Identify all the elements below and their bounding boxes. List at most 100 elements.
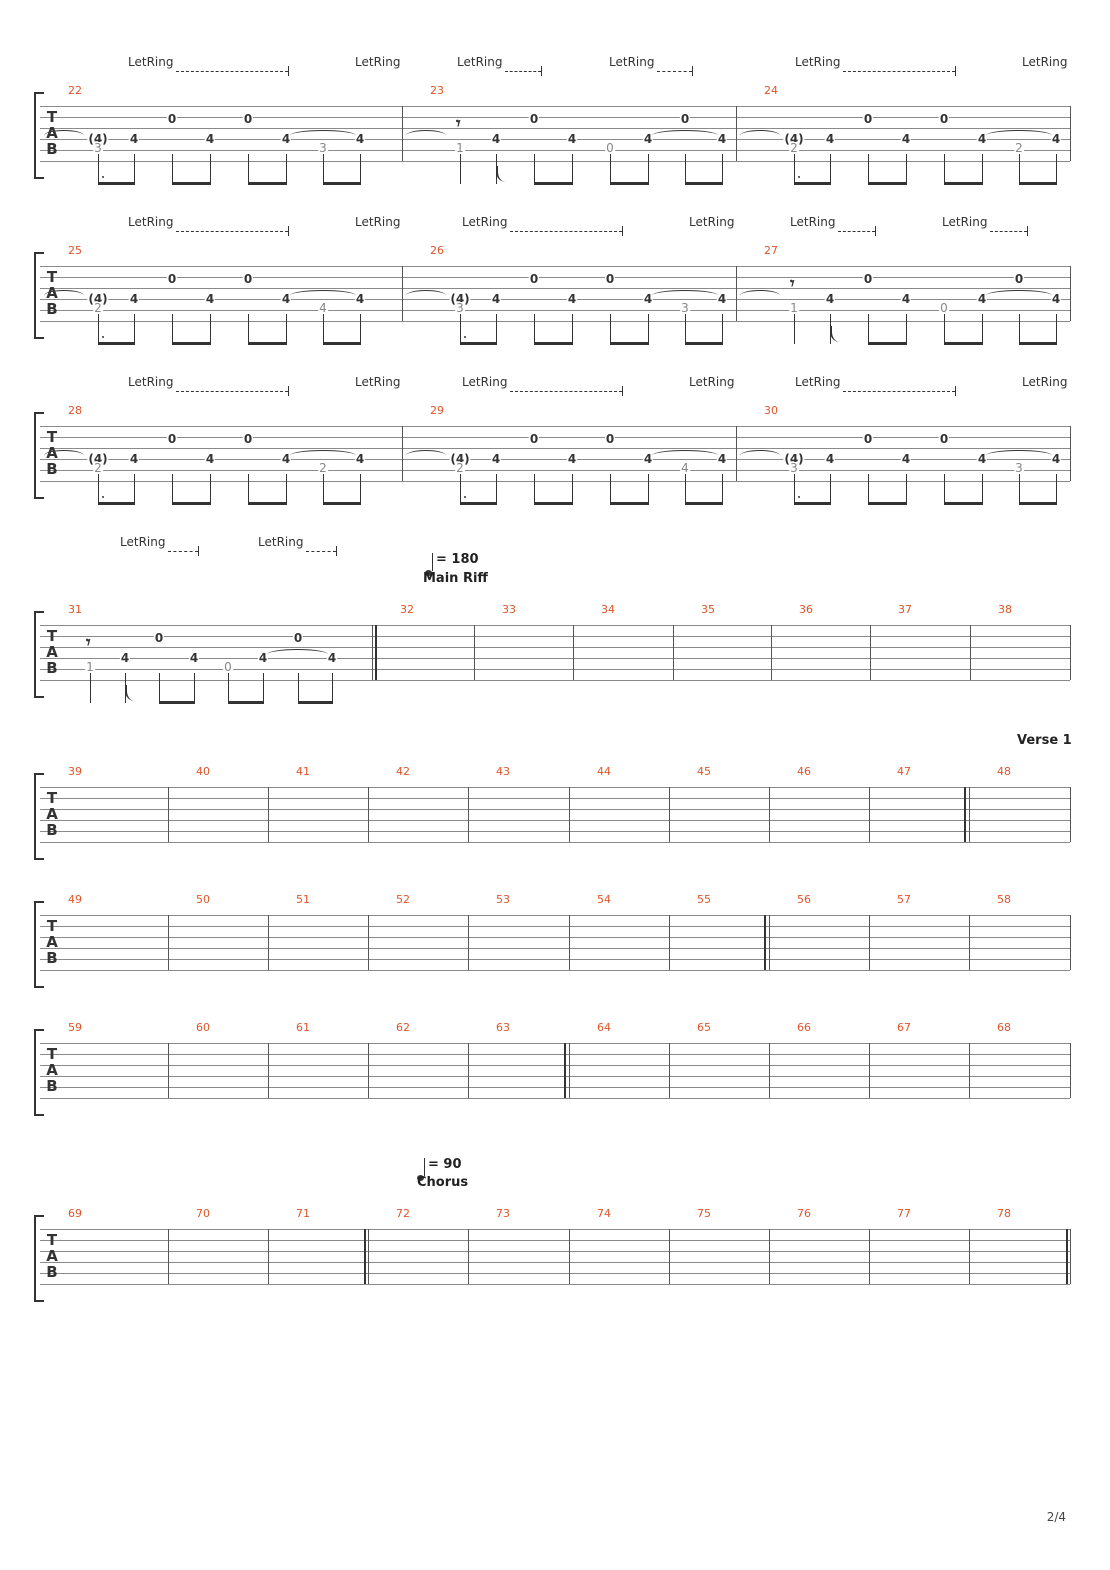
note-stem — [496, 474, 497, 504]
note-beam — [248, 502, 287, 505]
note-beam — [685, 182, 723, 185]
note-stem — [323, 154, 324, 184]
string-line — [40, 481, 1070, 482]
note-stem — [286, 314, 287, 344]
double-barline — [1066, 1229, 1068, 1284]
string-line — [40, 128, 1070, 129]
note-stem — [610, 474, 611, 504]
tab-clef-letter: A — [46, 643, 58, 661]
fret-number-bass: 1 — [789, 301, 799, 315]
barline — [669, 915, 670, 970]
fret-number: 0 — [166, 432, 178, 446]
tie-arc — [406, 130, 446, 141]
system-bracket — [34, 252, 44, 339]
note-beam — [460, 342, 497, 345]
measure-number: 67 — [897, 1021, 911, 1034]
let-ring-label: LetRing — [120, 535, 166, 549]
let-ring-end-mark — [288, 386, 289, 396]
fret-number: 4 — [824, 132, 836, 146]
note-stem — [460, 154, 461, 184]
note-stem — [572, 154, 573, 184]
fret-number-bass: 3 — [455, 301, 465, 315]
string-line — [40, 288, 1070, 289]
tie-arc — [290, 450, 356, 461]
note-beam — [172, 182, 211, 185]
note-beam — [610, 182, 649, 185]
note-stem — [648, 154, 649, 184]
let-ring-label: LetRing — [609, 55, 655, 69]
string-line — [40, 842, 1070, 843]
measure-number: 73 — [496, 1207, 510, 1220]
barline — [769, 1229, 770, 1284]
barline — [669, 787, 670, 842]
note-beam — [610, 342, 649, 345]
string-line — [40, 658, 1070, 659]
string-line — [40, 680, 1070, 681]
note-beam — [610, 502, 649, 505]
string-line — [40, 820, 1070, 821]
measure-number: 27 — [764, 244, 778, 257]
double-barline — [564, 1043, 566, 1098]
measure-number: 62 — [396, 1021, 410, 1034]
fret-number: 4 — [566, 292, 578, 306]
barline — [1070, 787, 1071, 842]
let-ring-extension — [168, 551, 198, 552]
let-ring-label: LetRing — [128, 55, 174, 69]
fret-number: 4 — [824, 452, 836, 466]
barline — [1070, 266, 1071, 321]
tab-clef-letter: B — [46, 300, 58, 318]
system-bracket — [34, 92, 44, 179]
measure-number: 64 — [597, 1021, 611, 1034]
note-stem — [610, 314, 611, 344]
note-beam — [159, 701, 195, 704]
barline — [769, 787, 770, 842]
note-stem — [210, 314, 211, 344]
note-stem — [722, 154, 723, 184]
fret-number-bass: 0 — [939, 301, 949, 315]
fret-number-bass: 2 — [455, 461, 465, 475]
system-bracket — [34, 901, 44, 988]
note-stem — [286, 154, 287, 184]
fret-number: (4) — [449, 292, 471, 306]
note-stem — [794, 154, 795, 184]
tab-clef-letter: A — [46, 805, 58, 823]
let-ring-end-mark — [288, 66, 289, 76]
note-stem — [534, 314, 535, 344]
tie-arc — [652, 130, 718, 141]
barline — [1070, 1043, 1071, 1098]
tab-clef-letter: B — [46, 460, 58, 478]
string-line — [40, 970, 1070, 971]
note-stem — [323, 474, 324, 504]
section-label-verse: Verse 1 — [1017, 733, 1072, 748]
note-stem — [685, 154, 686, 184]
note-stem — [298, 673, 299, 703]
note-beam — [944, 502, 983, 505]
note-stem — [286, 474, 287, 504]
note-stem — [830, 154, 831, 184]
tab-clef-letter: B — [46, 140, 58, 158]
note-stem — [572, 314, 573, 344]
let-ring-label: LetRing — [1022, 55, 1068, 69]
note-stem — [496, 314, 497, 344]
dotted-rhythm-mark — [464, 496, 466, 498]
string-line — [40, 161, 1070, 162]
note-stem — [248, 154, 249, 184]
tie-arc — [44, 450, 84, 461]
measure-number: 51 — [296, 893, 310, 906]
let-ring-label: LetRing — [462, 375, 508, 389]
let-ring-label: LetRing — [355, 215, 401, 229]
double-barline — [364, 1229, 366, 1284]
tab-clef-letter: T — [46, 268, 58, 286]
fret-number-bass: 4 — [680, 461, 690, 475]
fret-number: (4) — [783, 452, 805, 466]
note-stem — [685, 314, 686, 344]
measure-number: 38 — [998, 603, 1012, 616]
note-stem — [159, 673, 160, 703]
note-beam — [794, 182, 831, 185]
string-line — [40, 426, 1070, 427]
tie-arc — [986, 450, 1052, 461]
string-line — [40, 1229, 1070, 1230]
note-stem — [868, 314, 869, 344]
fret-number: 4 — [566, 132, 578, 146]
string-line — [40, 809, 1070, 810]
